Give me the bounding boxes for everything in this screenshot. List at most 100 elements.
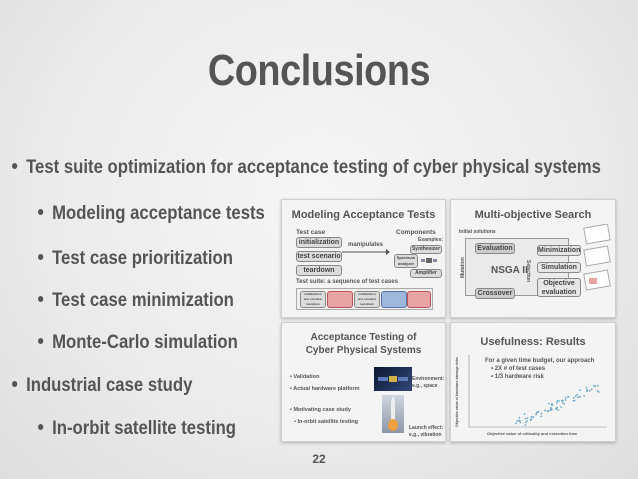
box-objective: Objective evaluation	[537, 278, 581, 297]
slide-title: Conclusions	[207, 46, 431, 95]
label-result-line2: • 2X # of test cases	[491, 366, 546, 372]
scatter-point	[586, 390, 588, 392]
label-x-axis: Objective value of criticality and execu…	[487, 431, 578, 436]
label-y-axis: Objective value of hardware damage risks	[455, 357, 459, 427]
scatter-point	[566, 396, 569, 398]
bullet-text: Monte-Carlo simulation	[52, 332, 238, 353]
scatter-point	[530, 415, 533, 418]
label-mutation: Mutation	[460, 257, 466, 278]
scatter-point	[535, 412, 538, 415]
bullet-dot-icon	[12, 380, 18, 387]
bullet-monte-carlo: Monte-Carlo simulation	[38, 332, 238, 354]
bullet-dot-icon	[38, 423, 44, 430]
scatter-point	[574, 395, 577, 397]
bullet-text: Test case prioritization	[52, 248, 233, 269]
label-components: Components	[396, 229, 436, 236]
scatter-point	[561, 399, 564, 402]
scatter-point	[558, 400, 560, 402]
scatter-point	[516, 420, 519, 422]
label-satellite: • In-orbit satellite testing	[294, 419, 358, 425]
scatter-point	[573, 399, 576, 402]
scatter-point	[564, 399, 567, 401]
label-result-line3: • 1/3 hardware risk	[491, 374, 544, 380]
rocket-icon	[388, 396, 398, 431]
scatter-point	[555, 408, 558, 411]
bullet-text: Industrial case study	[26, 375, 193, 396]
label-hardware: • Actual hardware platform	[290, 386, 360, 392]
label-examples: Examples:	[418, 237, 444, 243]
scatter-point	[524, 417, 527, 420]
label-env: Environment:	[412, 376, 445, 382]
scatter-point	[577, 396, 580, 399]
scatter-point	[556, 406, 559, 409]
scatter-point	[529, 419, 532, 421]
bullet-prioritization: Test case prioritization	[38, 248, 233, 270]
scatter-point	[524, 424, 527, 426]
box-crossover: Crossover	[475, 288, 515, 299]
scatter-point	[594, 385, 597, 388]
scatter-point	[557, 409, 560, 411]
scatter-point	[564, 397, 567, 399]
scatter-point	[523, 413, 526, 416]
label-nsga: NSGA II	[491, 265, 528, 276]
bullet-text: In-orbit satellite testing	[52, 418, 237, 439]
rocket-launch-image	[382, 395, 404, 433]
scatter-point	[540, 412, 543, 415]
scatter-point	[550, 403, 553, 406]
thumbnail-multi-objective[interactable]: Multi-objective Search Initial solutions…	[450, 199, 616, 318]
bullet-test-suite-optimization: Test suite optimization for acceptance t…	[12, 157, 601, 179]
bullet-industrial-case: Industrial case study	[12, 375, 192, 397]
bullet-modeling: Modeling acceptance tests	[38, 203, 265, 225]
label-launch-example: e.g., vibration	[409, 432, 442, 438]
bullet-dot-icon	[12, 162, 18, 169]
label-manipulates: manipulates	[348, 242, 384, 248]
bullet-satellite: In-orbit satellite testing	[38, 418, 236, 440]
scatter-point	[548, 402, 550, 405]
box-synthesizer: Synthesizer	[410, 245, 442, 254]
label-motivating: • Motivating case study	[290, 407, 351, 413]
thumbnail-usefulness[interactable]: Usefulness: Results For a given time bud…	[450, 322, 616, 442]
bullet-text: Test case minimization	[52, 290, 234, 311]
scatter-point	[579, 395, 581, 398]
scatter-point	[540, 415, 543, 418]
box-teardown: teardown	[296, 265, 342, 276]
label-test-case: Test case	[296, 229, 326, 236]
scatter-point	[525, 421, 527, 424]
scatter-point	[555, 401, 558, 404]
label-initial: Initial solutions	[459, 229, 496, 235]
thumbnail-modeling[interactable]: Modeling Acceptance Tests Test case Comp…	[281, 199, 446, 318]
scatter-point	[518, 416, 521, 419]
thumbnail-acceptance[interactable]: Acceptance Testing of Cyber Physical Sys…	[281, 322, 446, 442]
page-number: 22	[312, 452, 326, 466]
scatter-point	[537, 410, 540, 413]
scatter-point	[532, 416, 535, 419]
box-evaluation: Evaluation	[475, 243, 515, 254]
scatter-point	[563, 403, 566, 405]
solution-cards-icon	[583, 224, 611, 291]
label-validation: • Validation	[290, 374, 320, 380]
scatter-point	[588, 389, 591, 392]
box-spectrum: Spectrum analyzer	[394, 254, 418, 268]
suite-case-5	[407, 291, 431, 308]
scatter-point	[556, 399, 559, 402]
bullet-dot-icon	[38, 208, 44, 215]
label-launch: Launch effect:	[409, 425, 444, 431]
label-result-line1: For a given time budget, our approach	[485, 358, 595, 364]
scatter-point	[585, 386, 588, 389]
scatter-point	[593, 384, 595, 387]
thumb-title: Usefulness: Results	[480, 336, 586, 348]
thumb-title-2: Cyber Physical Systems	[305, 345, 422, 356]
scatter-point	[576, 393, 579, 396]
scatter-point	[549, 409, 552, 411]
label-env-example: e.g., space	[412, 383, 438, 389]
scatter-point	[572, 396, 575, 399]
suite-case-2	[327, 291, 353, 308]
box-initialization: initialization	[296, 237, 342, 248]
bullet-dot-icon	[38, 295, 44, 302]
scatter-point	[526, 417, 529, 419]
scatter-point	[519, 421, 522, 424]
thumb-title: Modeling Acceptance Tests	[291, 209, 436, 221]
